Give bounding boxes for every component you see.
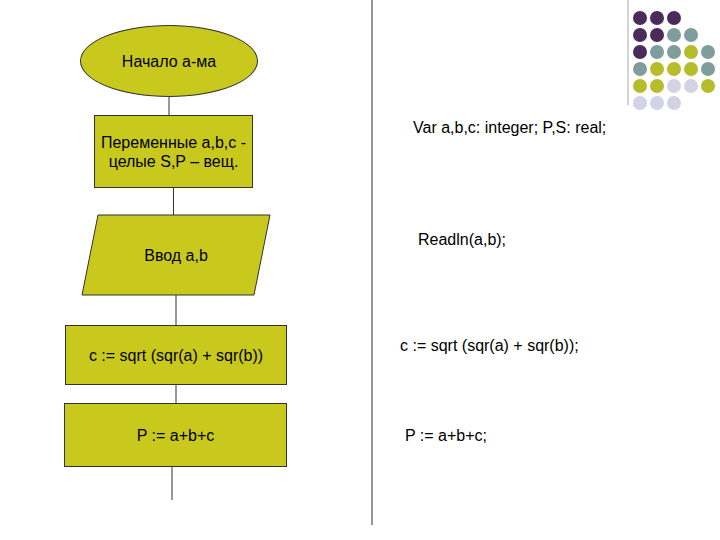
dot xyxy=(650,79,664,93)
input-parallelogram: Ввод a,b xyxy=(82,215,270,295)
code-line: Readln(a,b); xyxy=(418,229,618,250)
dot xyxy=(701,62,715,76)
divider-line xyxy=(372,0,373,525)
dot xyxy=(701,45,715,59)
dot xyxy=(650,28,664,42)
node-text: Начало а-ма xyxy=(90,52,248,71)
terminal-oval: Начало а-ма xyxy=(80,25,258,97)
code-line: Var a,b,c: integer; P,S: real; xyxy=(413,117,618,138)
dot xyxy=(684,45,698,59)
dot xyxy=(633,96,647,110)
dot xyxy=(650,62,664,76)
dot xyxy=(650,11,664,25)
process-box: P := a+b+c xyxy=(64,403,287,467)
dot xyxy=(633,62,647,76)
dot xyxy=(701,79,715,93)
dot xyxy=(684,28,698,42)
dot xyxy=(667,96,681,110)
flow-connector xyxy=(173,188,174,215)
dot xyxy=(667,28,681,42)
dot xyxy=(667,79,681,93)
dot xyxy=(667,45,681,59)
dot xyxy=(667,62,681,76)
node-text: Ввод a,b xyxy=(102,246,250,265)
process-box: Переменные a,b,c - целые S,P – вещ. xyxy=(94,115,253,188)
flow-line xyxy=(172,467,173,500)
dot xyxy=(633,11,647,25)
dot xyxy=(633,28,647,42)
flow-connector xyxy=(176,385,177,403)
node-text: c := sqrt (sqr(a) + sqr(b)) xyxy=(71,346,281,365)
process-box: c := sqrt (sqr(a) + sqr(b)) xyxy=(65,325,287,385)
node-text: Переменные a,b,c - целые S,P – вещ. xyxy=(100,133,247,171)
dot xyxy=(633,45,647,59)
accent-line xyxy=(628,0,629,105)
flow-connector xyxy=(176,295,177,325)
node-text: P := a+b+c xyxy=(70,426,281,445)
flow-connector xyxy=(169,97,170,115)
dot xyxy=(684,79,698,93)
dot-grid xyxy=(633,11,715,110)
code-line: P := a+b+c; xyxy=(405,425,655,446)
dot xyxy=(684,62,698,76)
dot xyxy=(650,45,664,59)
parallelogram-shape xyxy=(82,215,270,295)
dot xyxy=(650,96,664,110)
dot xyxy=(633,79,647,93)
dot xyxy=(667,11,681,25)
code-line: c := sqrt (sqr(a) + sqr(b)); xyxy=(400,335,700,356)
